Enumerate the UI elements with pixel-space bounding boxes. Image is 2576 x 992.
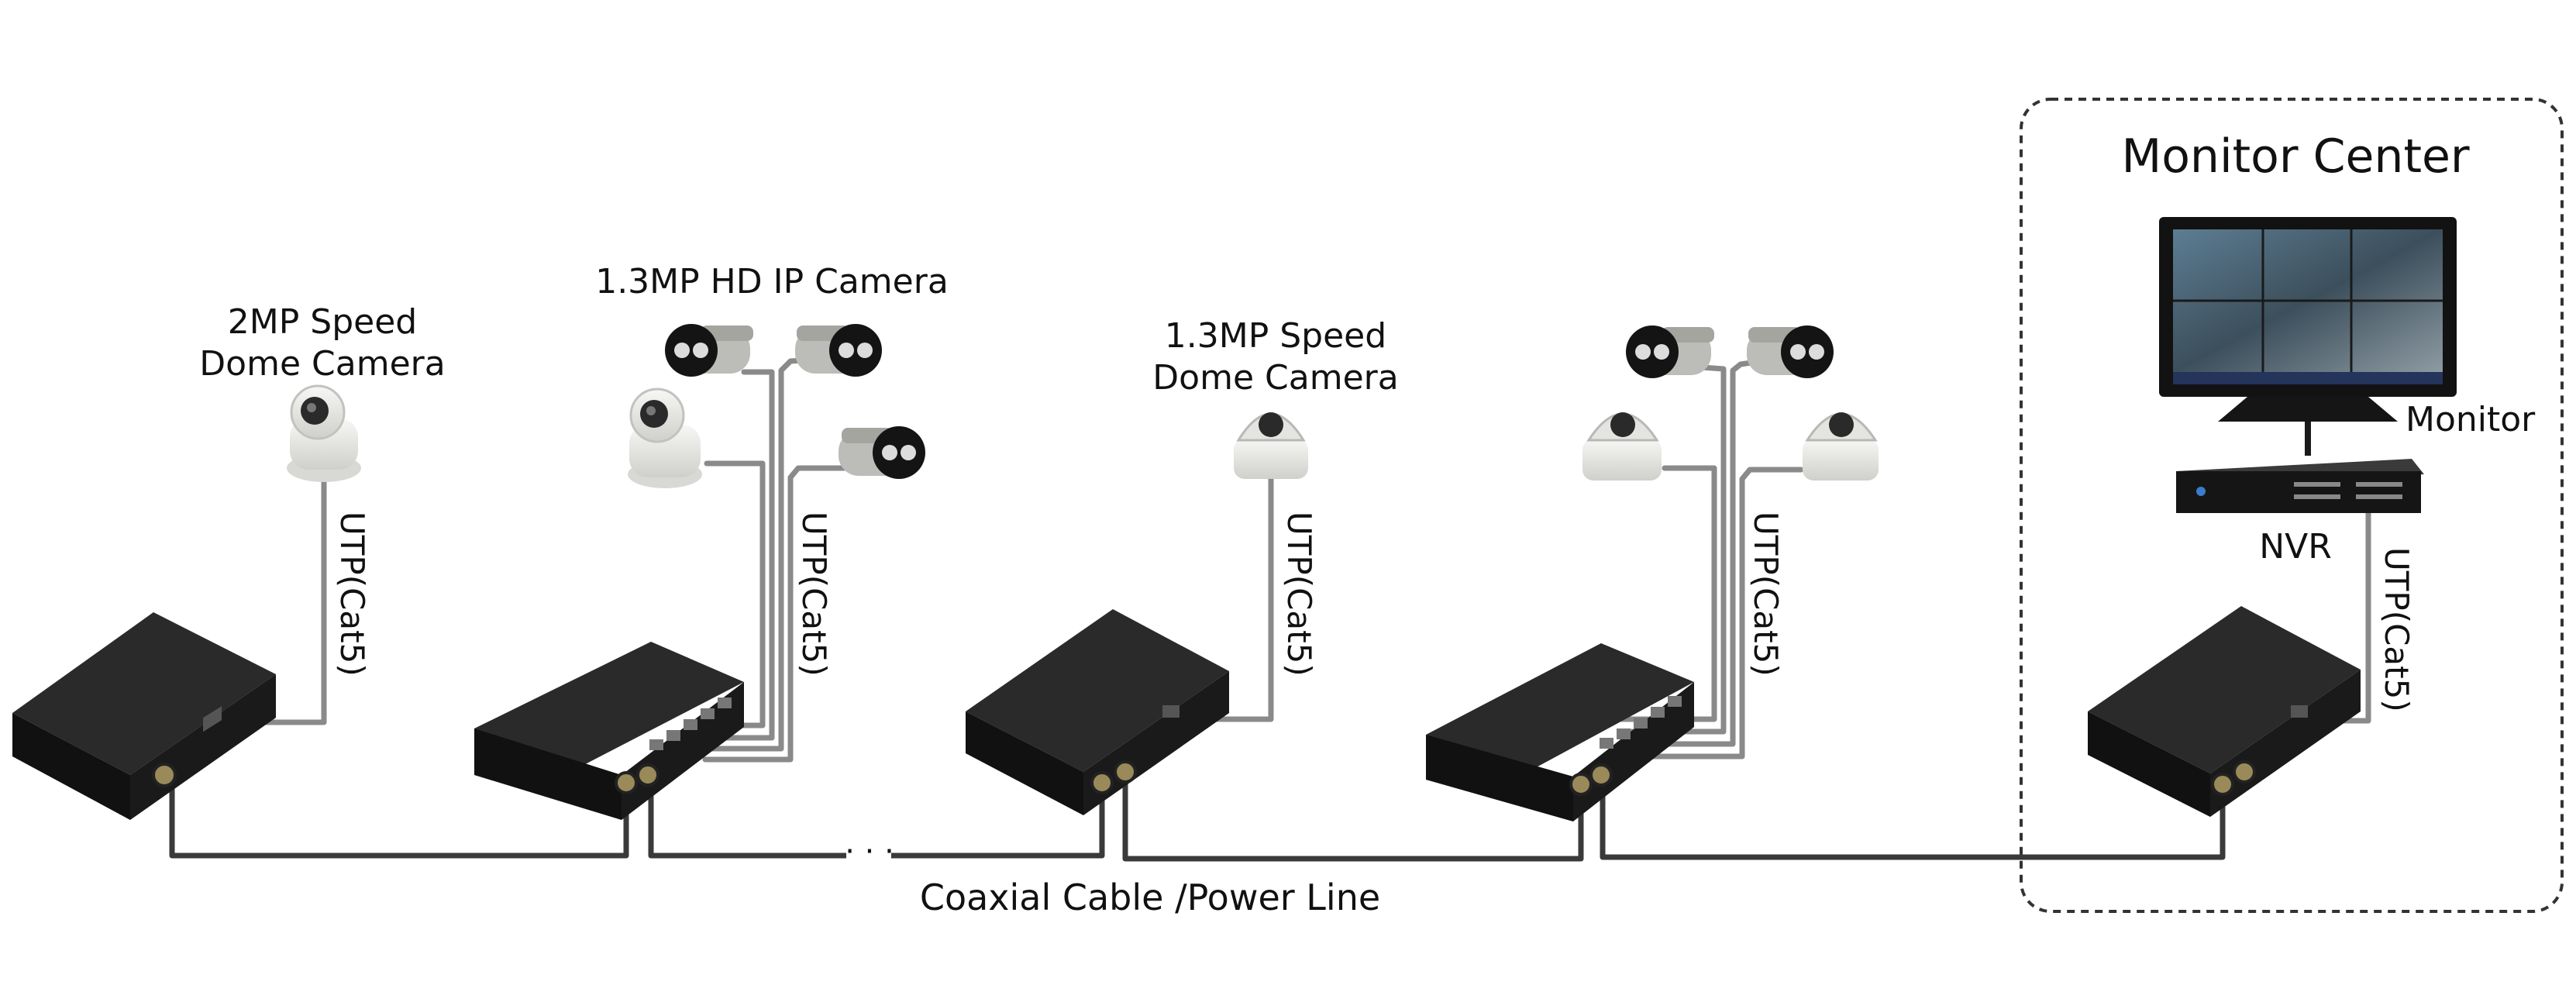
- bullet-camera-icon: [839, 426, 925, 479]
- dome-camera-icon: [1582, 412, 1662, 480]
- label-utp-4: UTP(Cat5): [1747, 512, 1785, 677]
- label-nvr: NVR: [2259, 527, 2332, 567]
- bullet-camera-icon: [665, 324, 753, 377]
- switch-2: [474, 642, 744, 820]
- label-13mp-hd-ip-camera: 1.3MP HD IP Camera: [595, 262, 949, 301]
- label-13mp-speed-dome-line2: Dome Camera: [1152, 358, 1398, 398]
- switch-4: [1426, 643, 1694, 822]
- nvr-icon: [2176, 459, 2424, 513]
- switch-5: [2088, 606, 2361, 817]
- coax-cable: [169, 775, 2226, 862]
- label-utp-2: UTP(Cat5): [795, 512, 833, 677]
- switch-1: [12, 612, 276, 820]
- label-utp-3: UTP(Cat5): [1280, 512, 1318, 677]
- monitor-center-title: Monitor Center: [2121, 129, 2469, 184]
- monitor-center-boundary: [2020, 98, 2564, 913]
- label-13mp-speed-dome-line1: 1.3MP Speed: [1165, 316, 1386, 356]
- label-2mp-speed-dome-line2: Dome Camera: [199, 344, 445, 384]
- label-coaxial-power-line: Coaxial Cable /Power Line: [920, 877, 1380, 918]
- label-utp-5: UTP(Cat5): [2378, 547, 2416, 712]
- ptz-camera-icon: [628, 388, 702, 488]
- bullet-camera-icon: [1626, 326, 1714, 378]
- ptz-camera-icon: [287, 384, 361, 482]
- label-ellipsis: · · ·: [845, 834, 894, 870]
- monitor-icon: [2159, 217, 2457, 422]
- label-utp-1: UTP(Cat5): [333, 512, 371, 677]
- label-2mp-speed-dome-line1: 2MP Speed: [228, 302, 417, 342]
- bullet-camera-icon: [795, 324, 882, 377]
- switch-3: [966, 609, 1229, 815]
- dome-camera-icon: [1803, 412, 1879, 480]
- bullet-camera-icon: [1747, 326, 1834, 378]
- label-monitor: Monitor: [2406, 400, 2536, 439]
- dome-camera-icon: [1234, 412, 1308, 479]
